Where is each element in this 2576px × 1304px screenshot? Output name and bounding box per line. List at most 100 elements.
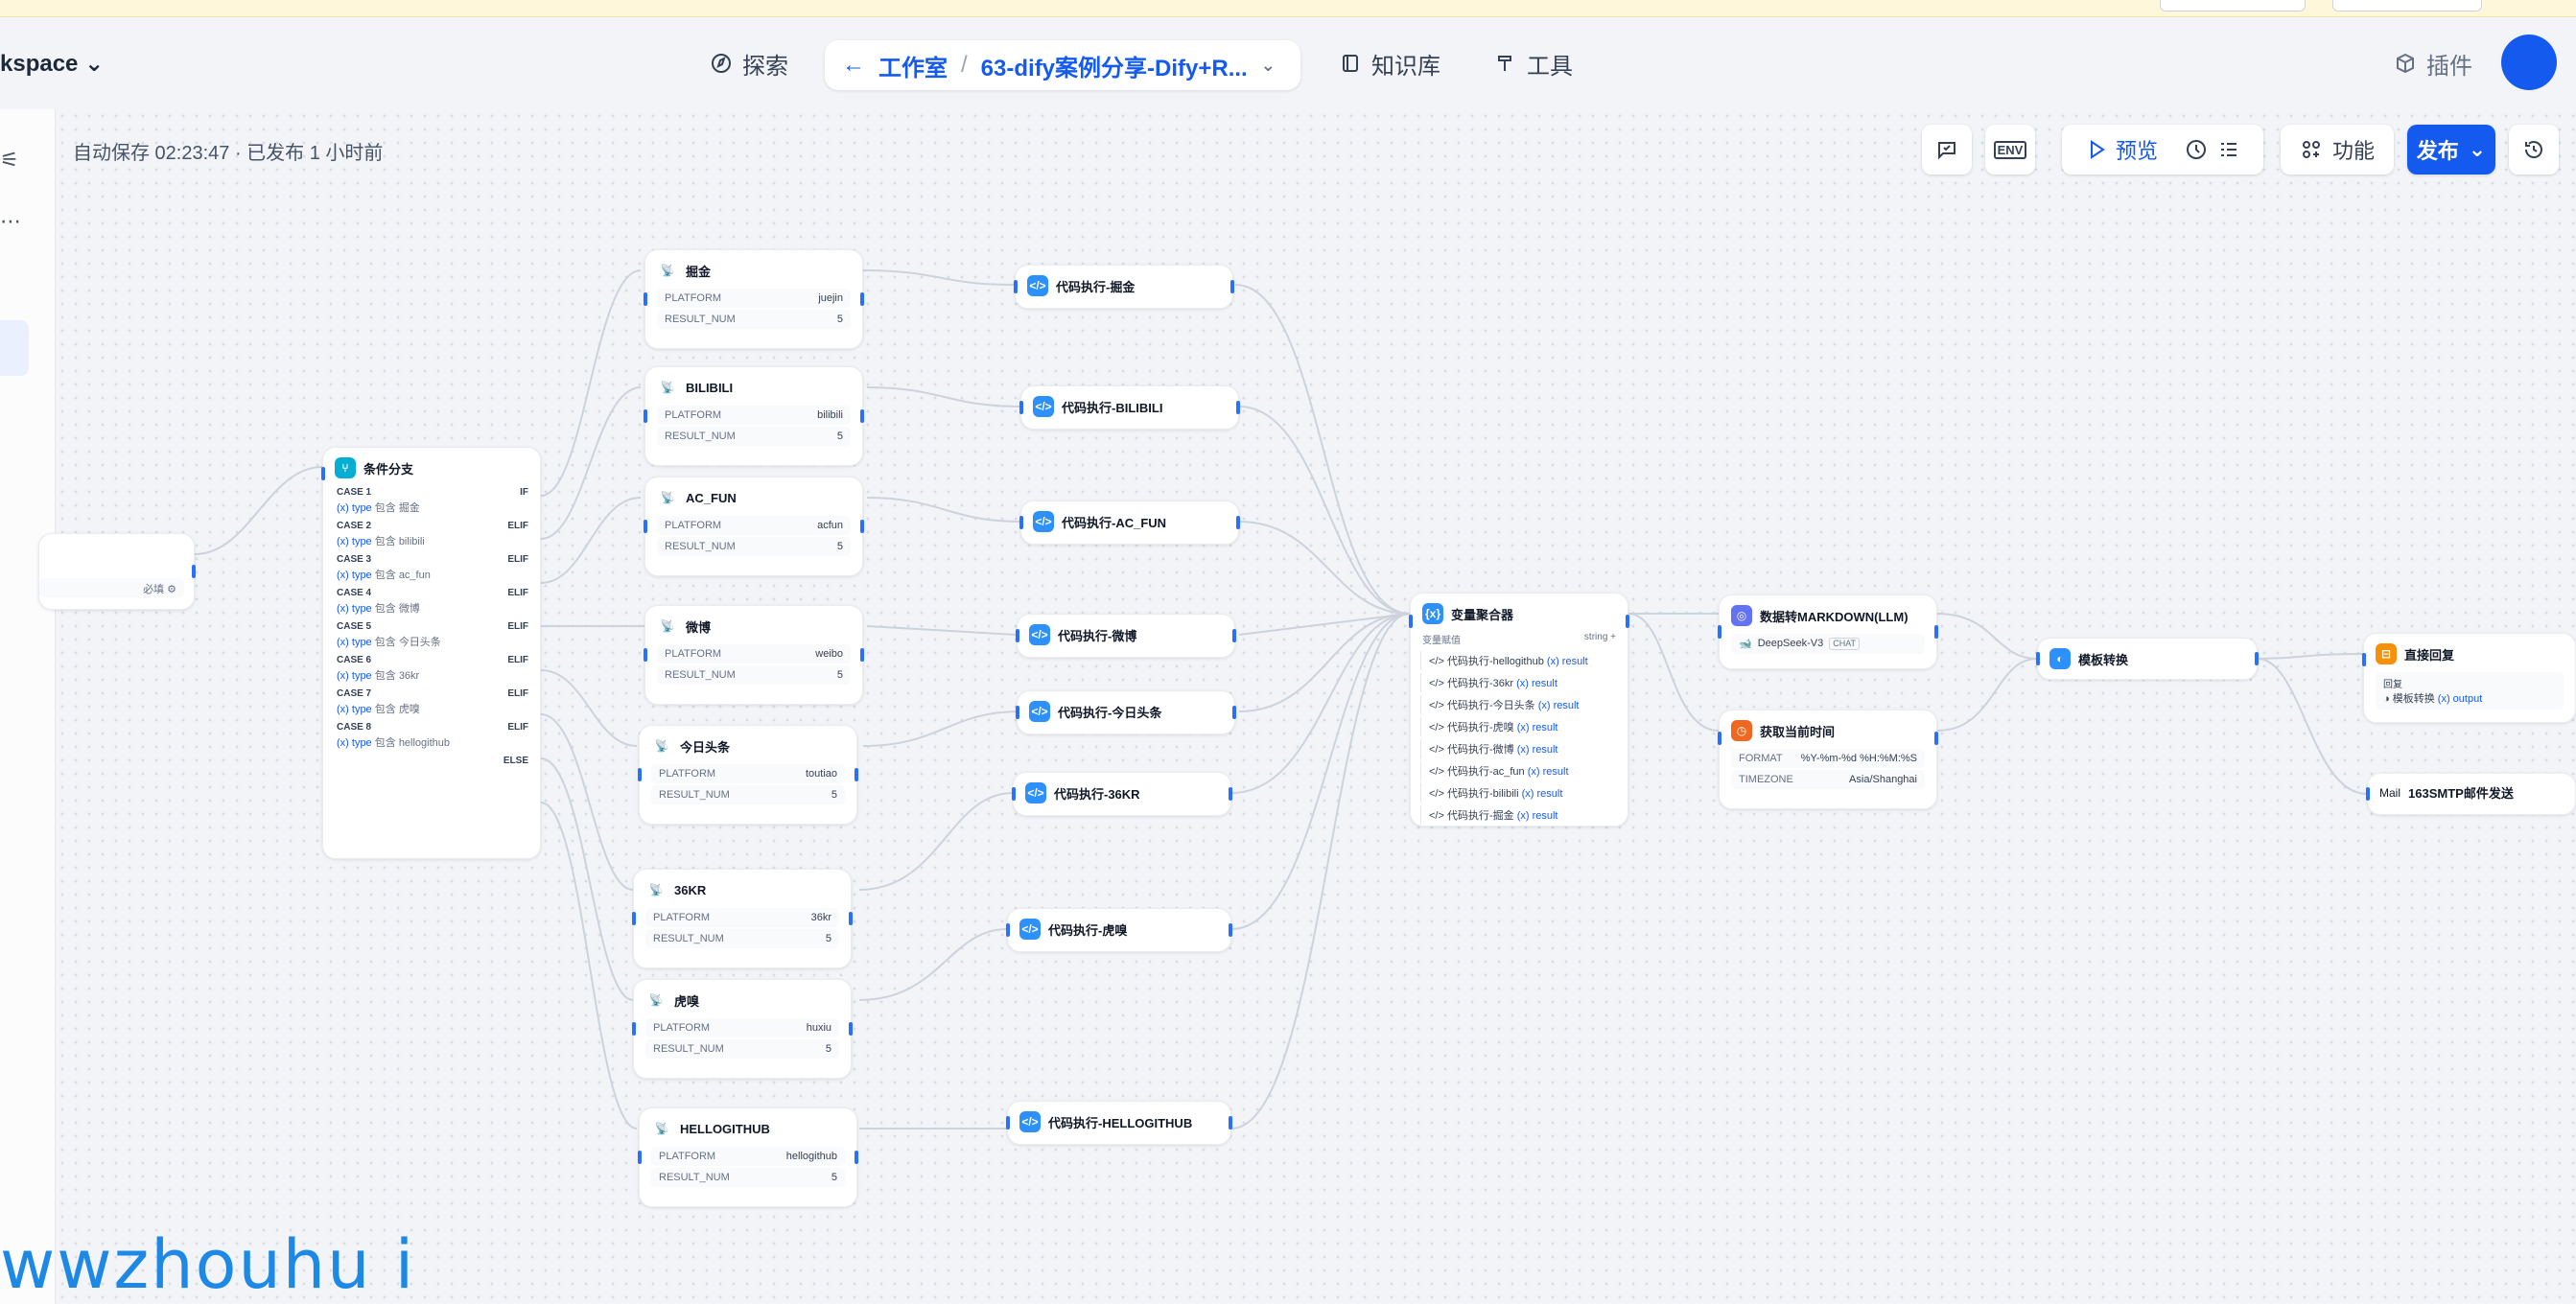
input-port[interactable] [644,292,647,306]
input-port[interactable] [644,409,647,423]
workspace-switcher[interactable]: kspace ⌄ [0,50,104,78]
input-port[interactable] [2362,653,2366,666]
answer-node[interactable]: ⊟直接回复 回复 ◑ 模板转换 (x) output [2362,633,2576,723]
input-port[interactable] [321,467,325,480]
studio-breadcrumb[interactable]: ← 工作室 / 63-dify案例分享-Dify+R... ⌄ [825,40,1300,90]
input-port[interactable] [1019,516,1023,529]
output-port[interactable] [2255,652,2259,665]
input-port[interactable] [644,520,647,533]
input-port[interactable] [1019,401,1023,414]
plus-icon[interactable]: + [1610,632,1616,642]
env-button[interactable]: ENV [1985,125,2035,175]
output-port[interactable] [855,768,858,781]
features-button[interactable]: 功能 [2281,125,2394,175]
output-port[interactable] [855,1151,858,1164]
output-port[interactable] [1236,401,1240,414]
input-port[interactable] [2366,787,2370,801]
workflow-name[interactable]: 63-dify案例分享-Dify+R... [980,55,1248,82]
input-port[interactable] [1014,280,1018,293]
input-port[interactable] [1006,923,1010,937]
output-port[interactable] [849,1022,853,1036]
output-port[interactable] [860,292,864,306]
history-run-icon[interactable] [2185,138,2208,161]
code-node-acfun[interactable]: </>代码执行-AC_FUN [1019,501,1240,545]
output-port[interactable] [1626,615,1629,628]
case-label: CASE 2 [337,521,372,531]
output-port[interactable] [849,912,853,925]
preview-button[interactable]: 预览 [2085,134,2158,165]
code-node-bilibili[interactable]: </>代码执行-BILIBILI [1019,385,1240,430]
nav-explore[interactable]: 探索 [710,46,788,81]
code-icon: </> [1429,700,1444,711]
output-port[interactable] [1229,787,1232,801]
input-port[interactable] [632,912,636,925]
output-port[interactable] [860,520,864,533]
param-value: 5 [825,1043,831,1055]
start-node[interactable]: 必填 ⚙ [38,533,196,610]
input-port[interactable] [1718,732,1721,745]
output-port[interactable] [192,565,196,578]
code-node-hellogithub[interactable]: </>代码执行-HELLOGITHUB [1006,1101,1232,1145]
output-port[interactable] [1229,923,1232,937]
publish-button[interactable]: 发布⌄ [2407,125,2495,175]
input-port[interactable] [1012,787,1016,801]
code-node-weibo[interactable]: </>代码执行-微博 [1016,614,1236,658]
code-node-toutiao[interactable]: </>代码执行-今日头条 [1016,690,1236,734]
output-port[interactable] [1934,732,1938,745]
input-port[interactable] [1718,625,1721,639]
notice-button-secondary[interactable] [2160,0,2306,12]
output-port[interactable] [860,409,864,423]
cube-icon [2397,53,2414,74]
input-port[interactable] [2036,652,2040,665]
input-port[interactable] [638,1151,642,1164]
nav-knowledge[interactable]: 知识库 [1339,46,1440,81]
nav-studio-label[interactable]: 工作室 [878,55,948,82]
version-history-button[interactable] [2509,125,2559,175]
sliders-icon[interactable]: ⚟ [0,148,19,172]
code-node-juejin[interactable]: </>代码执行-掘金 [1014,265,1234,309]
input-port[interactable] [644,648,647,662]
checklist-button[interactable] [1922,125,1972,175]
input-port[interactable] [1409,615,1413,628]
input-port[interactable] [632,1022,636,1036]
more-icon[interactable]: ⋯ [0,209,21,233]
output-port[interactable] [1232,706,1236,719]
output-port[interactable] [1934,625,1938,639]
output-port[interactable] [860,648,864,662]
model-name: DeepSeek-V3 [1757,638,1824,649]
output-port[interactable] [1230,280,1234,293]
nav-tools[interactable]: 工具 [1494,46,1573,81]
input-port[interactable] [638,768,642,781]
get-time-node[interactable]: ◷获取当前时间 FORMAT%Y-%m-%d %H:%M:%S TIMEZONE… [1718,710,1938,809]
code-node-36kr[interactable]: </>代码执行-36KR [1012,772,1232,816]
input-port[interactable] [1006,1116,1010,1129]
var-source: 代码执行-掘金 [1446,810,1514,822]
avatar[interactable] [2501,35,2557,90]
list-check-icon[interactable] [2217,138,2240,161]
output-port[interactable] [1232,629,1236,642]
answer-label: 回复 [2383,680,2402,690]
output-port[interactable] [1236,516,1240,529]
template-transform-node[interactable]: ◐模板转换 [2036,638,2259,680]
left-toolbar-selected[interactable] [0,320,29,376]
input-port[interactable] [1016,629,1019,642]
chevron-down-icon[interactable]: ⌄ [1260,55,1276,75]
nav-plugins[interactable]: 插件 [2394,46,2472,81]
code-node-huxiu[interactable]: </>代码执行-虎嗅 [1006,908,1232,952]
var-result: (x) result [1516,722,1558,734]
input-port[interactable] [1016,706,1019,719]
output-port[interactable] [1229,1116,1232,1129]
notice-button-primary[interactable] [2332,0,2482,12]
variable-aggregator-node[interactable]: {x}变量聚合器 变量赋值 string + </> 代码执行-hellogit… [1409,593,1629,827]
